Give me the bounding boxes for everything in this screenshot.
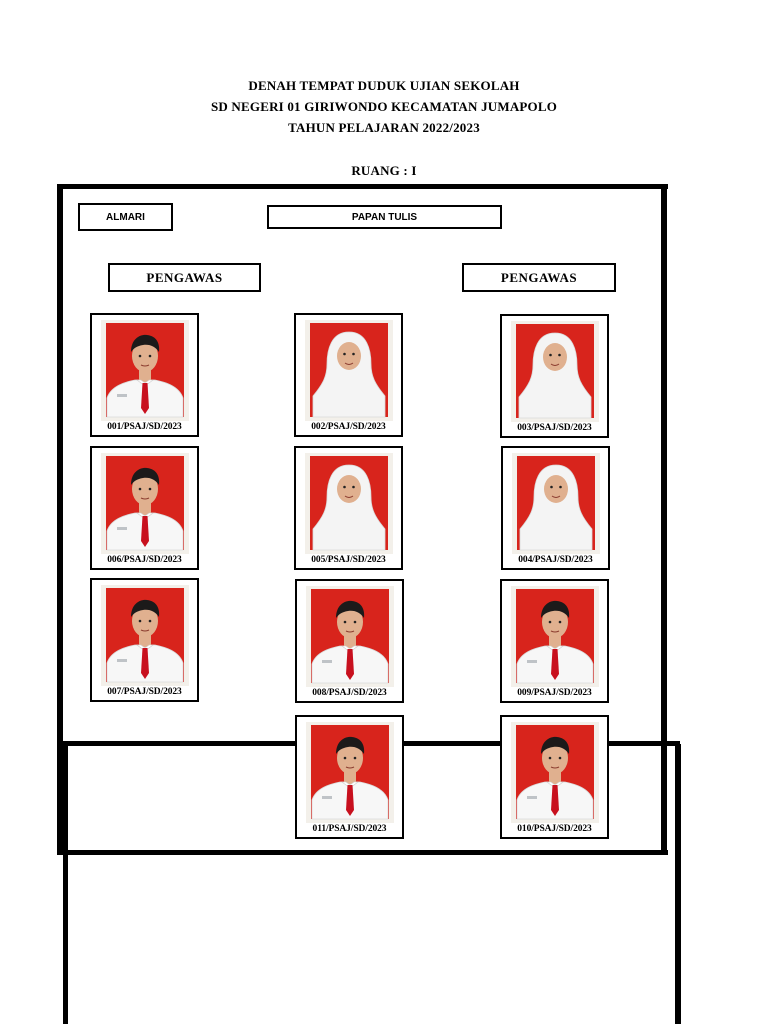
seat-card: 003/PSAJ/SD/2023 <box>500 314 609 438</box>
title-line-2: SD NEGERI 01 GIRIWONDO KECAMATAN JUMAPOL… <box>210 99 558 114</box>
student-photo <box>306 586 394 687</box>
overlay-border-left <box>63 741 68 1024</box>
student-photo <box>511 722 599 823</box>
seat-card: 009/PSAJ/SD/2023 <box>500 579 609 703</box>
supervisor-left-label: PENGAWAS <box>146 269 223 285</box>
room-border-right <box>661 184 667 854</box>
seat-card: 001/PSAJ/SD/2023 <box>90 313 199 437</box>
supervisor-right-box: PENGAWAS <box>462 263 616 292</box>
student-photo <box>101 453 189 554</box>
seat-number: 011/PSAJ/SD/2023 <box>312 824 387 834</box>
seat-number: 010/PSAJ/SD/2023 <box>517 824 592 834</box>
student-photo <box>305 320 393 421</box>
whiteboard-label: PAPAN TULIS <box>351 211 418 223</box>
seat-number: 008/PSAJ/SD/2023 <box>312 688 387 698</box>
student-photo <box>305 453 393 554</box>
student-photo <box>101 320 189 421</box>
seat-number: 002/PSAJ/SD/2023 <box>311 422 386 432</box>
title-line-3: TAHUN PELAJARAN 2022/2023 <box>288 120 480 135</box>
seat-number: 003/PSAJ/SD/2023 <box>517 423 592 433</box>
student-photo <box>101 585 189 686</box>
student-photo <box>511 586 599 687</box>
cupboard-box: ALMARI <box>78 203 173 231</box>
room-label: RUANG : I <box>351 163 417 178</box>
seat-number: 009/PSAJ/SD/2023 <box>517 688 592 698</box>
student-photo <box>306 722 394 823</box>
room-border-bottom <box>57 850 668 855</box>
seat-card: 005/PSAJ/SD/2023 <box>294 446 403 570</box>
supervisor-right-label: PENGAWAS <box>500 269 578 285</box>
seat-number: 006/PSAJ/SD/2023 <box>107 555 182 565</box>
seat-card: 002/PSAJ/SD/2023 <box>294 313 403 437</box>
cupboard-label: ALMARI <box>106 211 145 223</box>
room-border-top <box>57 184 668 189</box>
seat-card: 008/PSAJ/SD/2023 <box>295 579 404 703</box>
seat-card: 011/PSAJ/SD/2023 <box>295 715 404 839</box>
seat-number: 007/PSAJ/SD/2023 <box>107 687 182 697</box>
whiteboard-box: PAPAN TULIS <box>267 205 502 229</box>
seat-card: 006/PSAJ/SD/2023 <box>90 446 199 570</box>
seat-card: 010/PSAJ/SD/2023 <box>500 715 609 839</box>
seat-number: 005/PSAJ/SD/2023 <box>311 555 386 565</box>
seat-number: 004/PSAJ/SD/2023 <box>518 555 593 565</box>
supervisor-left-box: PENGAWAS <box>108 263 261 292</box>
seat-number: 001/PSAJ/SD/2023 <box>107 422 182 432</box>
room-border-left <box>57 184 63 854</box>
seat-card: 007/PSAJ/SD/2023 <box>90 578 199 702</box>
student-photo <box>511 321 599 422</box>
title-line-1: DENAH TEMPAT DUDUK UJIAN SEKOLAH <box>248 78 520 93</box>
overlay-border-right <box>675 744 681 1024</box>
seat-card: 004/PSAJ/SD/2023 <box>501 446 610 570</box>
student-photo <box>512 453 600 554</box>
